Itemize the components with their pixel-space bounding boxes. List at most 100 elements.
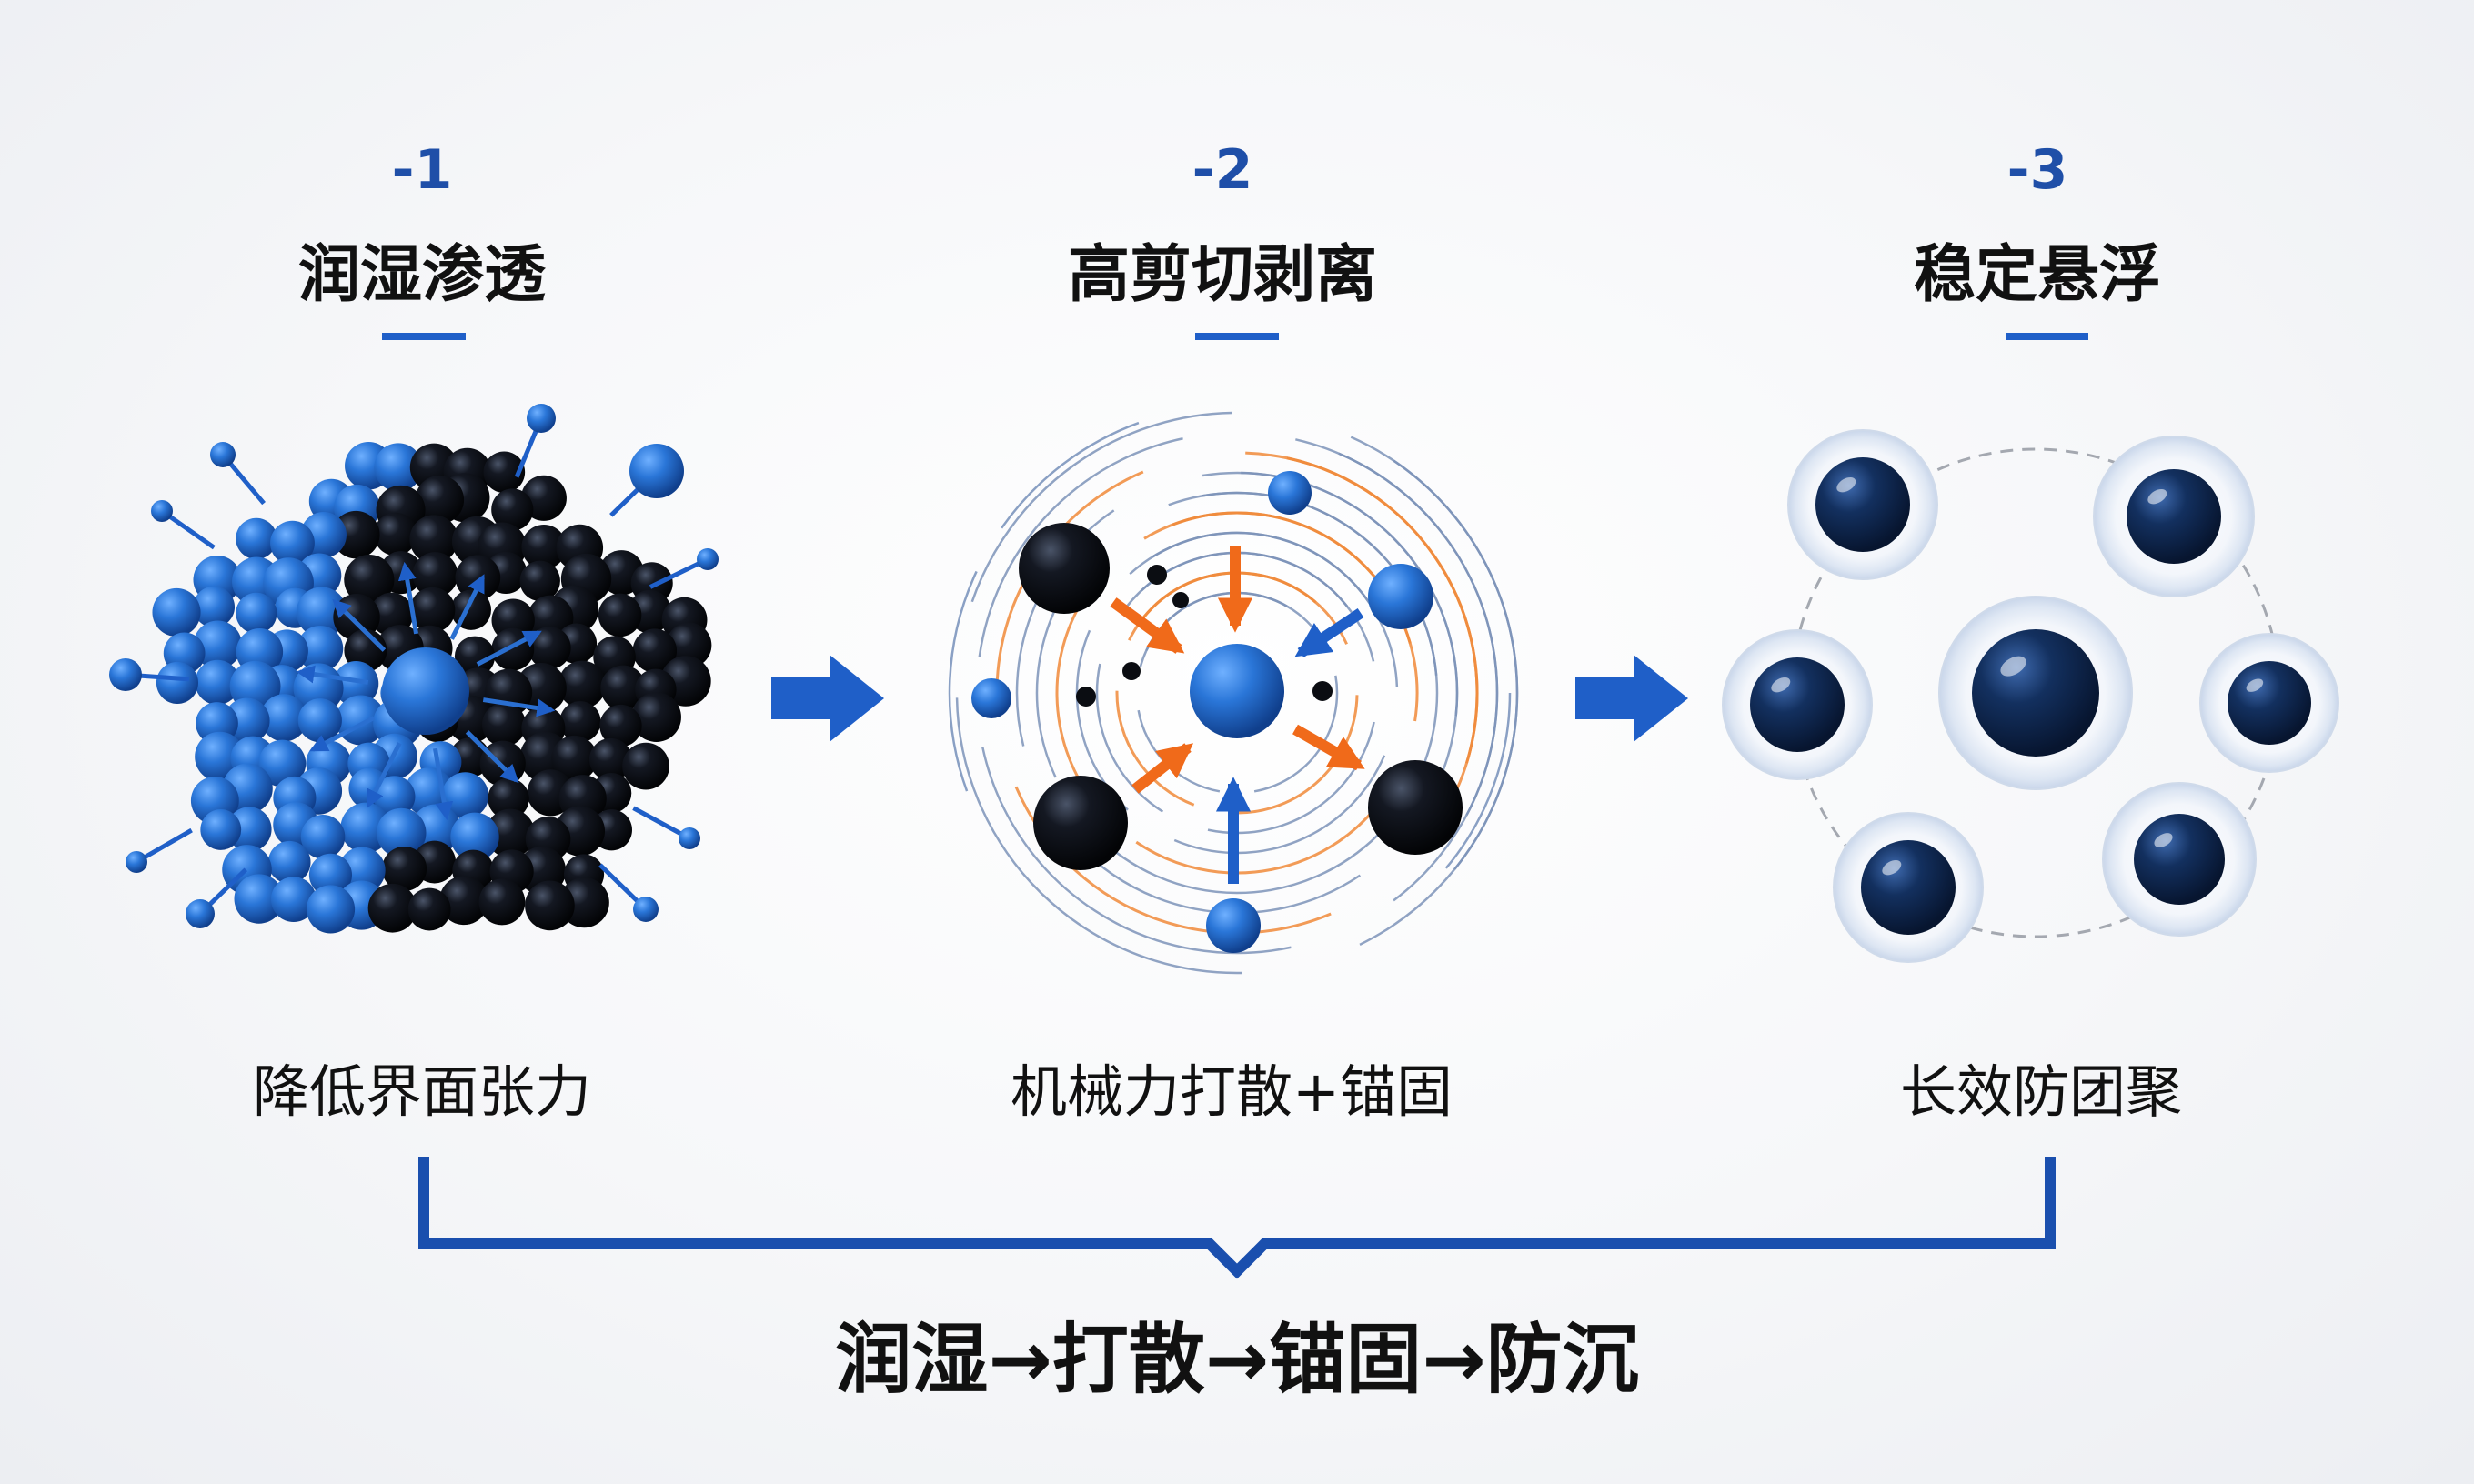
step-1-number: -1: [391, 138, 453, 202]
penetration-arrow: [476, 630, 542, 667]
cluster-particle: [377, 807, 427, 858]
process-summary: 润湿→打散→锚固→防沉: [835, 1315, 1639, 1404]
suspended-particle: [2134, 814, 2225, 905]
penetration-arrow: [465, 730, 519, 784]
cluster-particle: [297, 698, 342, 743]
cluster-particle: [270, 877, 317, 923]
cluster-particle: [666, 622, 712, 668]
molecule-head: [109, 658, 142, 691]
shear-ring: [1350, 436, 1519, 870]
dispersant-particle: [1268, 471, 1312, 515]
shear-ring: [1135, 792, 1388, 875]
cluster-particle: [297, 625, 344, 672]
fine-particle: [1122, 662, 1141, 680]
cluster-particle: [599, 704, 642, 747]
suspended-particle: [1750, 657, 1845, 752]
cluster-particle: [454, 636, 496, 677]
agglomerate-particle-cluster: [152, 441, 712, 934]
step-1-description: 降低界面张力: [252, 1058, 592, 1125]
shear-ring: [1202, 471, 1459, 717]
cluster-particle: [260, 694, 308, 742]
cluster-particle: [481, 702, 527, 747]
stabilized-particles: [1722, 429, 2339, 963]
shear-ring: [1115, 690, 1195, 807]
shear-ring: [978, 437, 1183, 657]
step-3-description: 长效防团聚: [1899, 1058, 2183, 1125]
wetting-agent-core: [382, 647, 469, 735]
cluster-particle: [558, 660, 607, 709]
shear-ring: [1168, 491, 1438, 676]
cluster-particle: [439, 876, 488, 926]
cluster-particle: [521, 524, 567, 570]
step-2-title: 高剪切剥离: [1067, 239, 1378, 311]
penetration-arrow: [296, 665, 369, 685]
shear-ring: [1444, 692, 1512, 869]
fine-particle: [1172, 592, 1189, 608]
cluster-particle: [367, 883, 417, 933]
cluster-particle: [486, 808, 535, 858]
cluster-particle: [407, 887, 451, 931]
cluster-particle: [519, 560, 560, 602]
shear-ring: [1094, 833, 1380, 895]
shear-ring: [1245, 451, 1479, 764]
step-1-title: 润湿渗透: [297, 239, 547, 311]
shear-ring: [1295, 438, 1499, 816]
shear-ring: [1359, 459, 1519, 946]
penetration-arrows: [296, 561, 556, 821]
shear-ring: [970, 411, 1232, 603]
cluster-particle: [600, 665, 647, 711]
penetration-arrow: [397, 561, 419, 635]
particle-highlight: [2246, 678, 2264, 692]
molecule-head: [126, 851, 147, 873]
cluster-particle: [551, 735, 598, 782]
molecule-head: [527, 404, 556, 433]
shear-ring: [1138, 571, 1348, 645]
dispersant-particle: [1206, 898, 1261, 953]
cluster-particle: [156, 661, 199, 704]
fine-particle: [1312, 681, 1333, 701]
flow-arrow-1: [771, 655, 884, 742]
cluster-particle: [258, 739, 307, 787]
cluster-particle: [488, 777, 529, 819]
pigment-particle: [1368, 760, 1463, 855]
cluster-particle: [441, 772, 489, 819]
suspended-particle: [2127, 469, 2221, 564]
cluster-particle: [373, 776, 416, 817]
fine-particle: [1076, 687, 1096, 707]
shear-ring: [1055, 591, 1093, 800]
cluster-particle: [333, 661, 379, 707]
cluster-particle: [409, 587, 456, 633]
cluster-particle: [525, 880, 575, 931]
penetration-arrow: [432, 747, 454, 821]
pigment-particle: [1019, 523, 1110, 614]
shear-ring: [1173, 755, 1386, 855]
molecule-head: [186, 899, 215, 928]
suspended-particle: [1972, 629, 2099, 757]
shear-ring: [1129, 531, 1381, 621]
cluster-particle: [236, 517, 277, 559]
shear-ring: [1253, 675, 1339, 793]
shear-arrow: [1110, 597, 1185, 654]
cluster-particle: [409, 515, 458, 564]
molecule-head: [210, 442, 236, 467]
fine-particle: [1147, 565, 1167, 585]
step-3-number: -3: [2006, 138, 2068, 202]
flow-arrow-2: [1575, 655, 1688, 742]
cluster-particle: [200, 809, 242, 850]
wetting-agent-molecules: [109, 404, 719, 928]
pigment-particle: [1033, 776, 1128, 870]
cluster-particle: [193, 620, 242, 669]
cluster-particle: [622, 742, 669, 790]
cluster-particle: [234, 874, 284, 924]
penetration-arrow: [309, 716, 376, 752]
summary-bracket: [418, 1157, 2056, 1279]
particle-highlight: [1771, 677, 1791, 693]
cluster-particle: [236, 592, 277, 634]
dispersant-particle: [1368, 564, 1433, 629]
cluster-particle: [195, 659, 240, 706]
cluster-particle: [491, 627, 535, 671]
cluster-particle: [478, 878, 526, 926]
anchoring-arrow: [1294, 608, 1364, 657]
cluster-particle: [308, 853, 353, 897]
